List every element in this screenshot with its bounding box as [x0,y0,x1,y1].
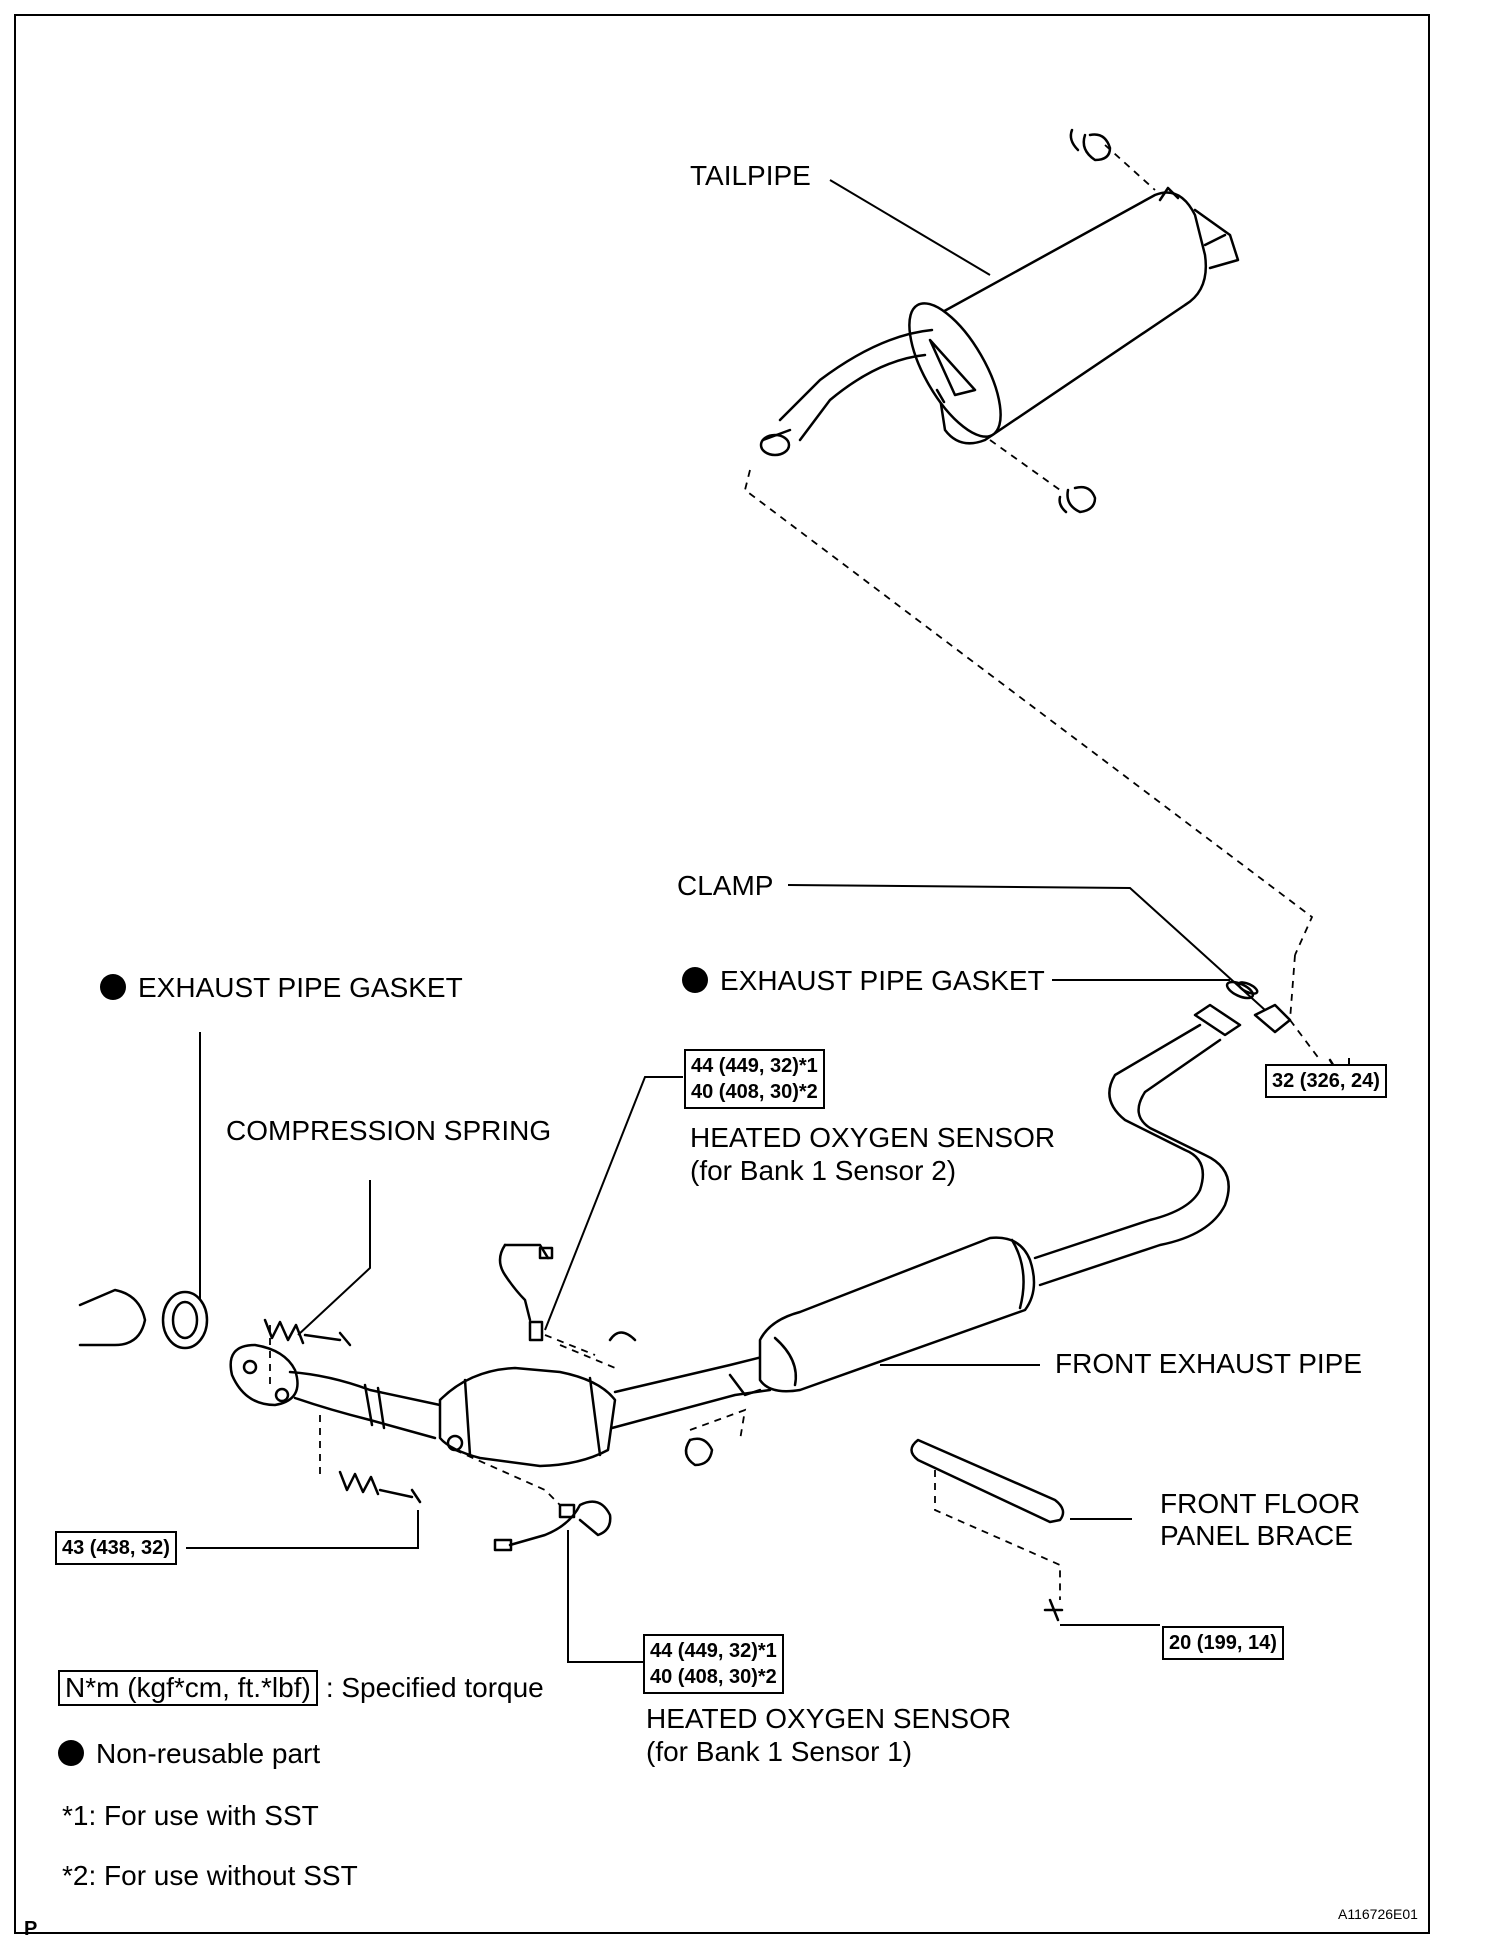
nonreusable-dot-icon [58,1740,84,1766]
label-front-exhaust-pipe: FRONT EXHAUST PIPE [1055,1348,1363,1379]
oxygen-sensor-2 [498,1243,554,1342]
legend-torque-desc: : Specified torque [325,1672,544,1703]
legend-nonreusable: Non-reusable part [58,1738,320,1770]
front-exhaust-pipe [229,1003,1242,1468]
torque-sensor2: 44 (449, 32)*1 40 (408, 30)*2 [684,1049,825,1109]
clamp-gasket [1225,980,1292,1034]
legend-note1: *1: For use with SST [62,1800,319,1831]
springs-bolts [263,1058,1347,1622]
label-sensor2-title: HEATED OXYGEN SENSOR [690,1122,1056,1153]
label-clamp: CLAMP [677,870,774,901]
torque-brace-bolt: 20 (199, 14) [1162,1626,1284,1660]
label-sensor1-sub: (for Bank 1 Sensor 1) [646,1736,913,1767]
hanger-rubbers [1058,128,1112,514]
diagram-frame [14,14,1430,1934]
oxygen-sensor-1 [493,1500,612,1552]
label-tailpipe: TAILPIPE [690,160,811,191]
label-compression-spring: COMPRESSION SPRING [226,1115,552,1146]
label-exhaust-gasket-left: EXHAUST PIPE GASKET [100,972,463,1004]
page-mark: P [24,1918,38,1940]
front-floor-panel-brace [910,1438,1065,1524]
label-sensor2-sub: (for Bank 1 Sensor 2) [690,1155,957,1186]
torque-sensor1-nosst: 40 (408, 30)*2 [650,1666,777,1688]
label-brace-line1: FRONT FLOOR [1160,1488,1361,1519]
label-exhaust-gasket-right: EXHAUST PIPE GASKET [682,965,1045,997]
torque-sensor2-nosst: 40 (408, 30)*2 [691,1081,818,1103]
label-sensor1-title: HEATED OXYGEN SENSOR [646,1703,1012,1734]
torque-sensor2-sst: 44 (449, 32)*1 [691,1055,818,1077]
torque-flange-bolt: 43 (438, 32) [55,1531,177,1565]
torque-clamp-bolt: 32 (326, 24) [1265,1064,1387,1098]
tailpipe-muffler [759,186,1240,457]
legend-torque-unit: N*m (kgf*cm, ft.*lbf) [58,1670,318,1706]
left-gasket [78,1288,209,1350]
label-brace-line2: PANEL BRACE [1160,1520,1353,1551]
torque-sensor1: 44 (449, 32)*1 40 (408, 30)*2 [643,1634,784,1694]
torque-sensor1-sst: 44 (449, 32)*1 [650,1640,777,1662]
figure-id: A116726E01 [1338,1906,1418,1922]
legend-torque: N*m (kgf*cm, ft.*lbf): Specified torque [58,1670,544,1706]
lower-hanger [608,1331,714,1467]
nonreusable-dot-icon [100,974,126,1000]
nonreusable-dot-icon [682,967,708,993]
legend-note2: *2: For use without SST [62,1860,358,1891]
